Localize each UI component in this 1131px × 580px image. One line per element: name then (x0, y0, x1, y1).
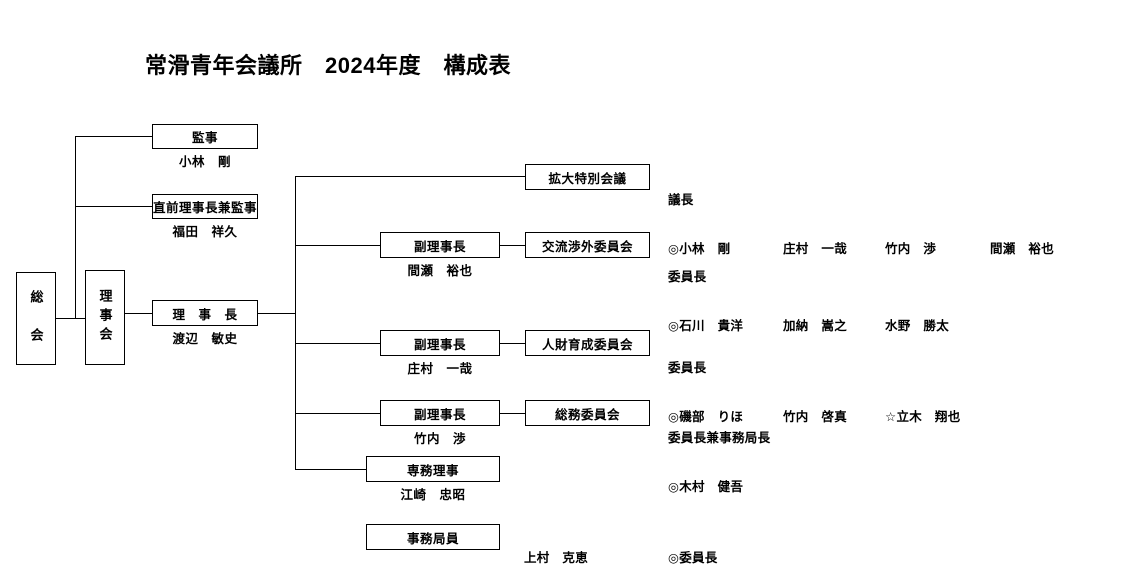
member-role-label: 議長 (668, 193, 694, 207)
office-contact-info: 上村 克恵 TEL：89－8850 FAX：89－8851 (524, 516, 618, 580)
node-fuku-rijicho-1-person: 間瀬 裕也 (407, 264, 473, 278)
node-fuku-rijicho-2-person: 庄村 一哉 (407, 362, 473, 376)
connector-trunk-to-kanji (75, 136, 152, 137)
node-rijicho-person: 渡辺 敏史 (172, 332, 238, 346)
connector-trunk-to-fuku3 (295, 413, 380, 414)
member-row: ◎磯部 りほ 竹内 啓真 ☆立木 翔也 (668, 406, 960, 424)
connector-fuku2-jinzai (500, 343, 525, 344)
member-name: ☆立木 翔也 (885, 410, 961, 424)
connector-trunk-to-fuku1 (295, 245, 380, 246)
member-name: ◎小林 剛 (668, 242, 731, 256)
member-row: ◎木村 健吾 (668, 476, 770, 494)
node-chokuzen-rijicho[interactable]: 直前理事長兼監事 (152, 194, 258, 219)
node-fuku-rijicho-3-person: 竹内 渉 (413, 432, 466, 446)
node-jinzai-ikusei-iinkai[interactable]: 人財育成委員会 (525, 330, 650, 356)
connector-trunk-to-senmu (295, 469, 366, 470)
member-name: 竹内 渉 (885, 242, 937, 256)
member-role-label: 委員長兼事務局長 (668, 431, 771, 445)
connector-trunk-left (75, 136, 76, 318)
node-soukai[interactable]: 総 会 (16, 272, 56, 365)
member-name: 水野 勝太 (885, 319, 950, 333)
member-name: 庄村 一哉 (783, 242, 848, 256)
node-senmu-riji-person: 江崎 忠昭 (400, 488, 466, 502)
connector-main-trunk (295, 176, 296, 470)
member-name: 竹内 啓真 (783, 410, 848, 424)
connector-fuku1-koryu (500, 245, 525, 246)
legend-item-iincho: ◎委員長 (668, 551, 718, 565)
member-list-soumu: 委員長兼事務局長 ◎木村 健吾 (668, 399, 770, 521)
connector-soukai-rijikai (56, 318, 85, 319)
connector-trunk-to-chokuzen (75, 206, 152, 207)
node-soumu-iinkai[interactable]: 総務委員会 (525, 400, 650, 426)
legend: ◎委員長 〇副委員長 ☆新入会員 (668, 516, 732, 580)
member-list-kakudai: 議長 ◎小林 剛 庄村 一哉 竹内 渉 間瀬 裕也 (668, 161, 1054, 283)
member-row: ◎石川 貴洋 加納 嵩之 水野 勝太 (668, 315, 949, 333)
member-row: ◎小林 剛 庄村 一哉 竹内 渉 間瀬 裕也 (668, 238, 1054, 256)
node-jimukyoku-in[interactable]: 事務局員 (366, 524, 500, 550)
page-title: 常滑青年会議所 2024年度 構成表 (145, 53, 511, 78)
node-kakudai-tokubetsu-kaigi[interactable]: 拡大特別会議 (525, 164, 650, 190)
office-contact-name: 上村 克恵 (524, 551, 589, 565)
member-name: ◎石川 貴洋 (668, 319, 744, 333)
member-name: ◎磯部 りほ (668, 410, 744, 424)
node-kanji[interactable]: 監事 (152, 124, 258, 149)
node-kanji-person: 小林 剛 (178, 155, 231, 169)
node-senmu-riji[interactable]: 専務理事 (366, 456, 500, 482)
node-chokuzen-person: 福田 祥久 (172, 225, 238, 239)
member-name: 加納 嵩之 (783, 319, 848, 333)
member-role-label: 委員長 (668, 270, 707, 284)
connector-fuku3-soumu (500, 413, 525, 414)
node-fuku-rijicho-3[interactable]: 副理事長 (380, 400, 500, 426)
member-name: ◎木村 健吾 (668, 480, 744, 494)
connector-rijikai-rijicho (125, 313, 152, 314)
connector-trunk-to-fuku2 (295, 343, 380, 344)
member-name: 間瀬 裕也 (990, 242, 1055, 256)
node-koryu-shogai-iinkai[interactable]: 交流渉外委員会 (525, 232, 650, 258)
member-role-label: 委員長 (668, 361, 707, 375)
member-list-koryu: 委員長 ◎石川 貴洋 加納 嵩之 水野 勝太 (668, 238, 949, 360)
node-rijicho[interactable]: 理 事 長 (152, 300, 258, 326)
node-fuku-rijicho-2[interactable]: 副理事長 (380, 330, 500, 356)
connector-trunk-to-kakudai (295, 176, 525, 177)
member-list-jinzai: 委員長 ◎磯部 りほ 竹内 啓真 ☆立木 翔也 (668, 329, 960, 451)
node-fuku-rijicho-1[interactable]: 副理事長 (380, 232, 500, 258)
node-rijikai[interactable]: 理事会 (85, 270, 125, 365)
connector-rijicho-trunk (258, 313, 295, 314)
